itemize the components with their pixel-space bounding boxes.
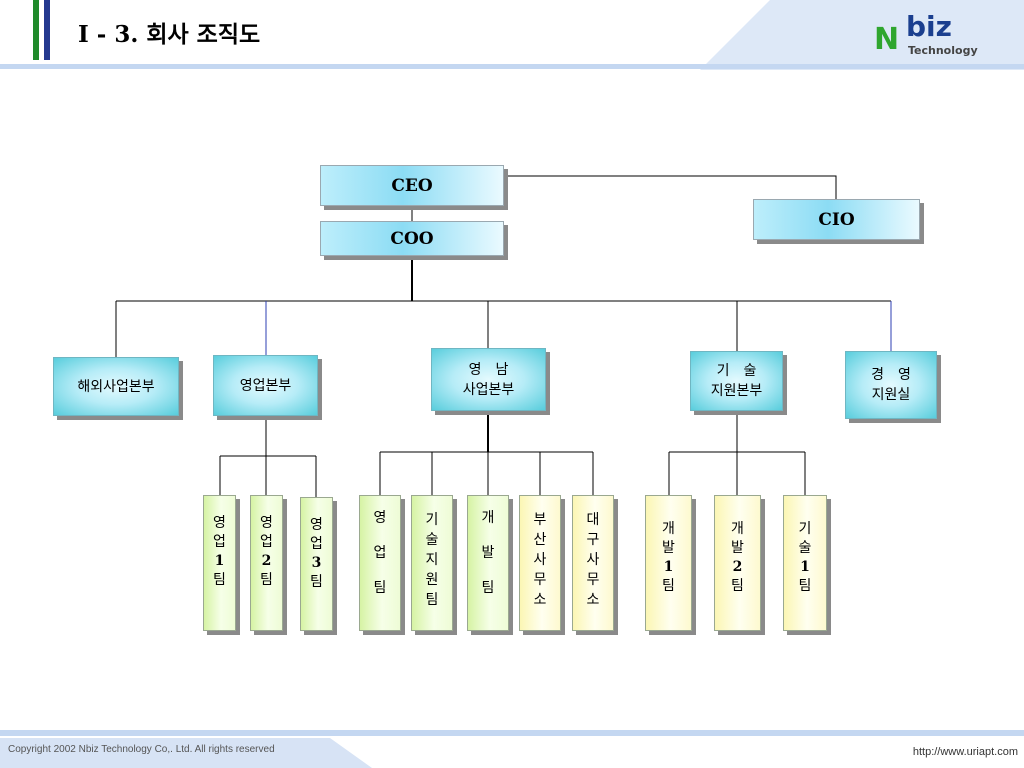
team-char: 부 [533, 512, 547, 528]
team-char: 2 [732, 559, 743, 575]
team-char: 팀 [213, 572, 226, 588]
team-char: 3 [311, 555, 322, 571]
yeongnam-division-box: 영 남 사업본부 [431, 348, 546, 411]
team-char: 영 [373, 510, 387, 526]
team-char: 개 [662, 521, 675, 537]
team-char: 대 [586, 512, 600, 528]
team-char: 지 [425, 552, 439, 568]
team-busan-office: 부 산 사 무 소 [519, 495, 561, 631]
team-char: 술 [425, 532, 439, 548]
team-char: 팀 [310, 574, 323, 590]
team-char: 팀 [373, 580, 387, 596]
coo-box: COO [320, 221, 504, 256]
cio-box: CIO [753, 199, 920, 240]
team-char: 사 [533, 552, 547, 568]
team-dev-2: 개 발 2 팀 [714, 495, 761, 631]
team-char: 소 [586, 592, 600, 608]
sales-division-label: 영업본부 [239, 377, 292, 394]
header-band [0, 0, 1024, 70]
team-char: 무 [533, 572, 547, 588]
team-char: 업 [213, 534, 226, 550]
team-sales-3: 영 업 3 팀 [300, 497, 333, 631]
team-char: 기 [425, 512, 439, 528]
team-char: 영 [213, 515, 226, 531]
team-char: 업 [260, 534, 273, 550]
team-char: 소 [533, 592, 547, 608]
team-char: 팀 [425, 592, 439, 608]
team-char: 팀 [260, 572, 273, 588]
team-char: 업 [373, 545, 387, 561]
team-char: 팀 [798, 578, 812, 594]
tech-support-division-line1: 기 술 [716, 363, 757, 379]
overseas-division-box: 해외사업본부 [53, 357, 179, 416]
team-sales-1: 영 업 1 팀 [203, 495, 236, 631]
cio-label: CIO [818, 209, 855, 230]
management-support-line2: 지원실 [871, 387, 911, 403]
team-yeongnam-tech-support: 기 술 지 원 팀 [411, 495, 453, 631]
team-yeongnam-sales: 영 업 팀 [359, 495, 401, 631]
team-char: 기 [798, 521, 812, 537]
footer-band [0, 730, 1024, 768]
overseas-division-label: 해외사업본부 [77, 378, 155, 395]
team-char: 1 [663, 559, 674, 575]
team-char: 팀 [481, 580, 495, 596]
tech-support-division-line2: 지원본부 [710, 383, 763, 399]
team-char: 사 [586, 552, 600, 568]
team-char: 업 [310, 536, 323, 552]
sales-division-box: 영업본부 [213, 355, 318, 416]
team-char: 발 [731, 540, 744, 556]
logo-letter: N [874, 22, 900, 57]
management-support-box: 경 영 지원실 [845, 351, 937, 419]
yeongnam-division-line1: 영 남 [468, 361, 509, 378]
team-char: 1 [214, 553, 225, 569]
tech-support-division-box: 기 술 지원본부 [690, 351, 783, 411]
team-daegu-office: 대 구 사 무 소 [572, 495, 614, 631]
team-char: 영 [310, 517, 323, 533]
website-url[interactable]: http://www.uriapt.com [912, 746, 1018, 758]
management-support-line1: 경 영 [871, 367, 911, 383]
team-dev-1: 개 발 1 팀 [645, 495, 692, 631]
team-char: 개 [481, 510, 495, 526]
team-char: 무 [586, 572, 600, 588]
team-char: 팀 [731, 578, 744, 594]
team-char: 1 [800, 559, 810, 575]
logo-word: biz [906, 10, 952, 43]
team-char: 산 [533, 532, 547, 548]
team-char: 원 [425, 572, 439, 588]
ceo-label: CEO [391, 175, 433, 196]
team-char: 팀 [662, 578, 675, 594]
yeongnam-division-line2: 사업본부 [462, 381, 515, 398]
team-tech-1: 기 술 1 팀 [783, 495, 827, 631]
team-char: 영 [260, 515, 273, 531]
team-char: 발 [481, 545, 495, 561]
team-char: 구 [586, 532, 600, 548]
team-yeongnam-dev: 개 발 팀 [467, 495, 509, 631]
team-char: 2 [261, 553, 272, 569]
team-sales-2: 영 업 2 팀 [250, 495, 283, 631]
copyright-text: Copyright 2002 Nbiz Technology Co,. Ltd.… [8, 744, 275, 755]
ceo-box: CEO [320, 165, 504, 206]
coo-label: COO [390, 228, 434, 249]
company-logo: N biz Technology [874, 10, 984, 60]
team-char: 발 [662, 540, 675, 556]
page-title: I - 3. 회사 조직도 [78, 21, 261, 48]
logo-tagline: Technology [908, 44, 978, 57]
team-char: 술 [798, 540, 812, 556]
team-char: 개 [731, 521, 744, 537]
